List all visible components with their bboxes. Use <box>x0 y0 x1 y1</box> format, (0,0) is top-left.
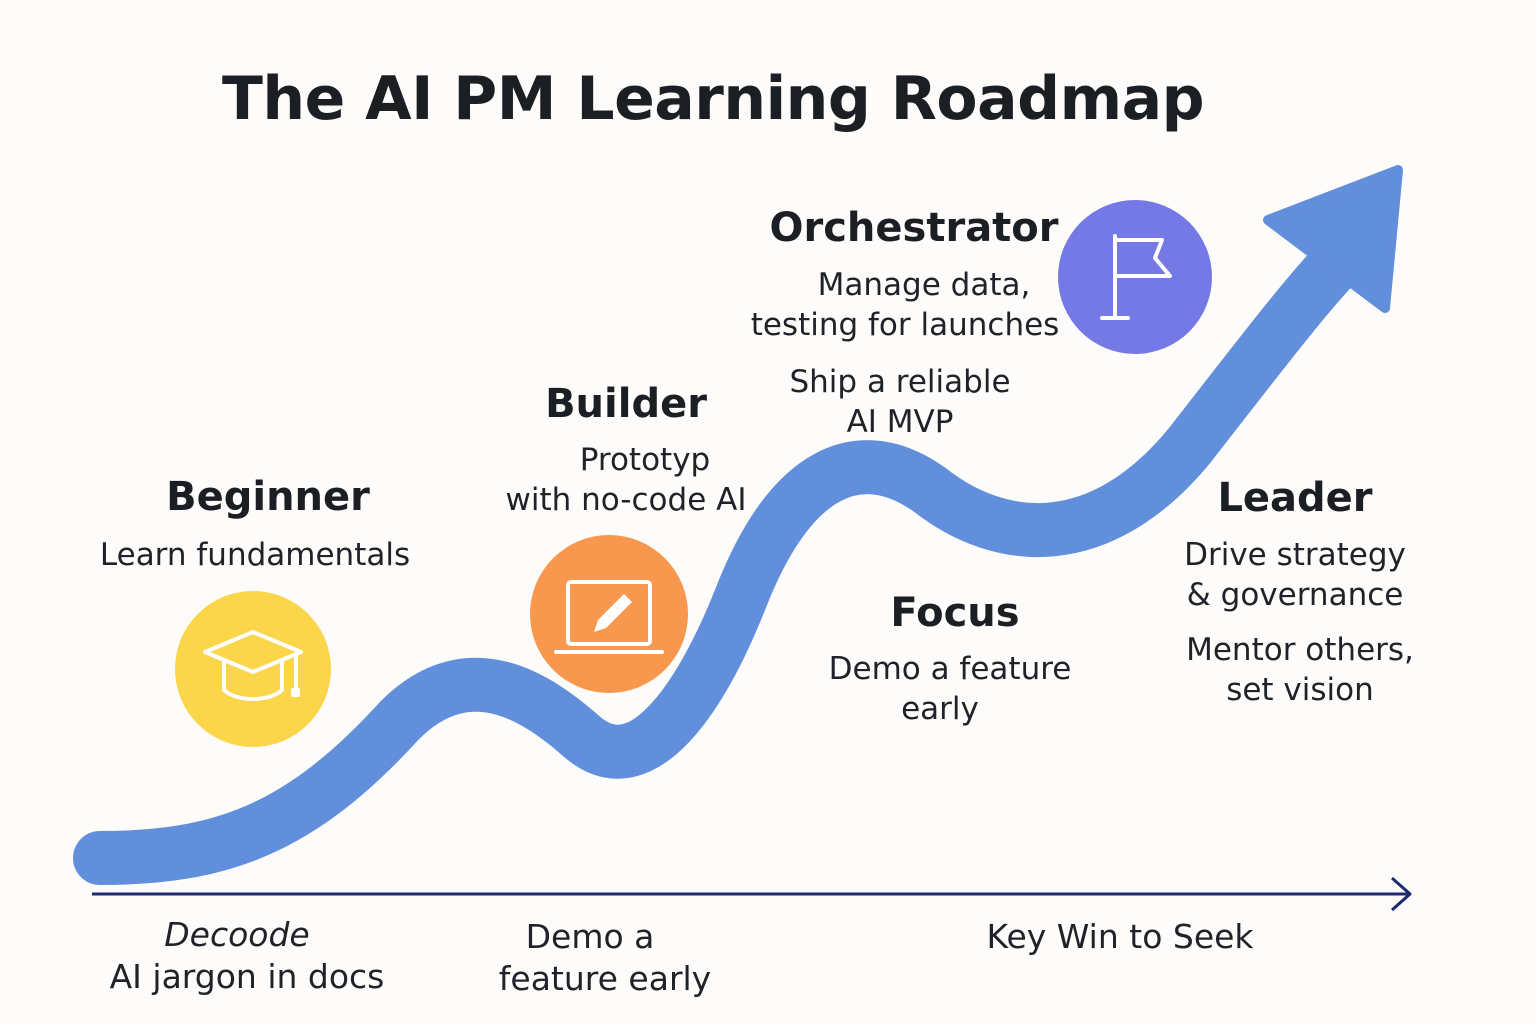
stage-desc-leader-line2: & governance <box>1186 577 1404 613</box>
stage-title-focus: Focus <box>890 590 1020 636</box>
page-title: The AI PM Learning Roadmap <box>221 64 1205 134</box>
bottom-label-key-win: Key Win to Seek <box>986 917 1254 956</box>
stage-desc-focus: Demo a feature early <box>790 649 1110 729</box>
bottom-label-demo: Demo a feature early <box>450 916 760 1000</box>
stage-extra-orchestrator: Ship a reliable AI MVP <box>750 362 1050 442</box>
bottom-label-demo-line2: feature early <box>498 959 712 998</box>
stage-extra-leader-line1: Mentor others, <box>1186 632 1414 668</box>
stage-desc-focus-line1: Demo a feature <box>828 651 1072 687</box>
laptop-pencil-icon <box>530 535 688 693</box>
flag-icon <box>1058 200 1212 354</box>
stage-desc-beginner: Learn fundamentals <box>99 537 411 573</box>
stage-desc-focus-line2: early <box>901 691 979 727</box>
growth-path <box>73 233 1367 885</box>
bottom-label-decode: Decoode AI jargon in docs <box>82 914 412 998</box>
graduation-cap-icon <box>175 591 331 747</box>
stage-title-leader: Leader <box>1217 475 1373 521</box>
bottom-label-demo-line1: Demo a <box>525 917 655 956</box>
stage-extra-orchestrator-line1: Ship a reliable <box>789 364 1011 400</box>
stage-desc-orchestrator-line2: testing for launches <box>750 307 1060 343</box>
timeline-axis-arrowhead <box>1391 876 1412 912</box>
growth-arrowhead <box>1263 165 1403 313</box>
stage-desc-orchestrator-line1: Manage data, <box>817 267 1031 303</box>
stage-desc-orchestrator: Manage data, testing for launches <box>730 265 1080 345</box>
stage-desc-leader-line1: Drive strategy <box>1184 537 1406 573</box>
stage-desc-builder-line1: Prototyp <box>579 442 711 478</box>
stage-extra-orchestrator-line2: AI MVP <box>846 404 954 440</box>
stage-desc-leader: Drive strategy & governance <box>1145 535 1445 615</box>
stage-desc-builder: Prototyp with no-code AI <box>470 440 800 520</box>
stage-extra-leader-line2: set vision <box>1226 672 1374 708</box>
stage-desc-builder-line2: with no-code AI <box>505 482 747 518</box>
stage-title-orchestrator: Orchestrator <box>769 205 1059 251</box>
stage-title-beginner: Beginner <box>166 474 370 520</box>
bottom-label-decode-line1: Decoode <box>164 915 310 954</box>
stage-extra-leader: Mentor others, set vision <box>1150 630 1450 710</box>
stage-title-builder: Builder <box>545 381 707 427</box>
bottom-label-decode-line2: AI jargon in docs <box>109 957 385 996</box>
